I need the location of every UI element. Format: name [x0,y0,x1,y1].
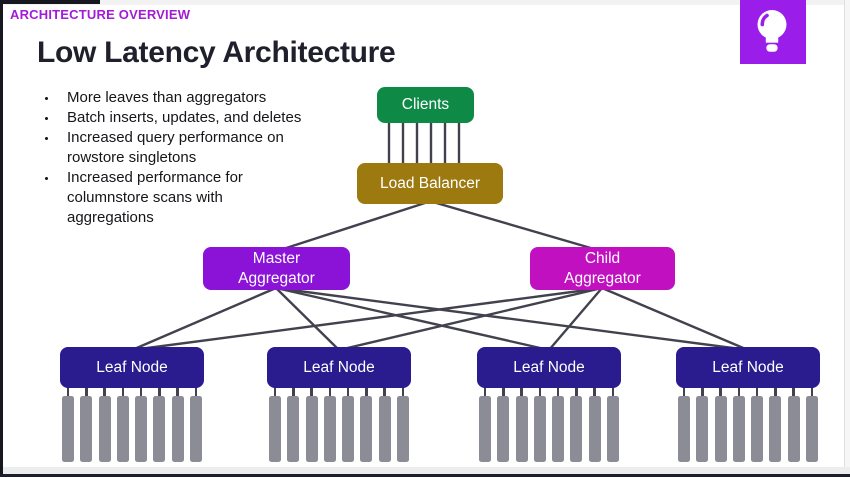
partition-bar [171,387,184,463]
partition-bar [287,387,300,463]
leaf-partitions [62,387,202,463]
leaf-node: Leaf Node [676,347,820,388]
load-balancer-node: Load Balancer [357,163,503,204]
partition-bar [269,387,281,463]
partition-bar [805,387,818,463]
leaf-node: Leaf Node [267,347,411,388]
partition-bar [135,387,148,463]
top-gutter [0,0,850,5]
frame-left [0,0,3,477]
bottom-gutter [0,467,850,474]
page-title: Low Latency Architecture [37,36,396,69]
partition-bar [533,387,546,463]
partition-bar [714,387,727,463]
bullet-item: Increased performance for columnstore sc… [58,168,338,228]
partition-bar [80,387,93,463]
partition-bar [323,387,336,463]
leaf-partitions [678,387,818,463]
partition-bar [696,387,709,463]
frame-bottom [0,474,850,477]
partition-bar [570,387,583,463]
master-aggregator-node: Master Aggregator [203,247,350,290]
partition-bar [751,387,764,463]
partition-bar [62,387,74,463]
partition-bar [479,387,491,463]
partition-bar [378,387,391,463]
partition-bar [360,387,373,463]
bullet-item: More leaves than aggregators [58,88,338,108]
partition-bar [769,387,782,463]
partition-bar [305,387,318,463]
leaf-partitions [269,387,409,463]
partition-bar [342,387,355,463]
partition-bar [497,387,510,463]
leaf-node: Leaf Node [60,347,204,388]
partition-bar [116,387,129,463]
bullet-item: Batch inserts, updates, and deletes [58,108,338,128]
partition-bar [515,387,528,463]
section-label: ARCHITECTURE OVERVIEW [10,7,191,22]
partition-bar [98,387,111,463]
partition-bar [552,387,565,463]
clients-node: Clients [377,87,474,123]
frame-top [0,0,100,4]
right-gutter [844,0,850,477]
partition-bar [732,387,745,463]
partition-bar [396,387,409,463]
partition-bar [606,387,619,463]
bullet-item: Increased query performance on rowstore … [58,128,338,168]
leaf-partitions [479,387,619,463]
partition-bar [678,387,690,463]
lightbulb-icon [740,0,806,67]
child-aggregator-node: Child Aggregator [530,247,675,290]
partition-bar [153,387,166,463]
partition-bar [787,387,800,463]
lightbulb-tile [740,0,806,64]
partition-bar [189,387,202,463]
leaf-node: Leaf Node [477,347,621,388]
bullet-list: More leaves than aggregatorsBatch insert… [38,88,338,228]
partition-bar [588,387,601,463]
